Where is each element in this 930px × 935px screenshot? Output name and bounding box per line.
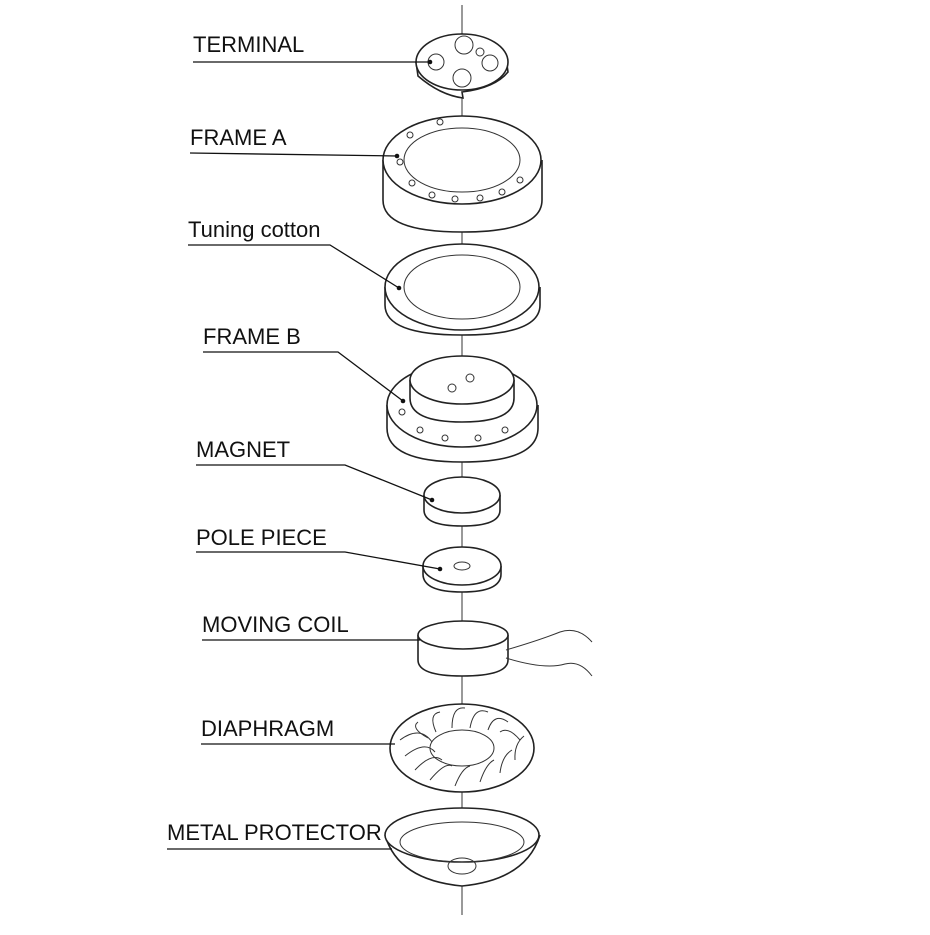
diaphragm-part	[389, 703, 535, 793]
label-pole-piece: POLE PIECE	[196, 525, 327, 550]
leader-tuning-cotton	[188, 244, 400, 289]
label-tuning-cotton: Tuning cotton	[188, 217, 321, 242]
pole-piece-part	[422, 546, 502, 593]
magnet-part	[423, 476, 501, 527]
tuning-cotton-part	[384, 243, 541, 336]
label-diaphragm: DIAPHRAGM	[201, 716, 335, 741]
frame-a-part	[382, 115, 543, 233]
leader-frame-a	[189, 152, 398, 157]
moving-coil-part	[417, 620, 593, 677]
label-terminal: TERMINAL	[193, 32, 305, 57]
label-frame-a: FRAME A	[190, 125, 287, 150]
leader-magnet	[196, 464, 433, 501]
leader-pole-piece	[196, 551, 441, 570]
label-metal-protector: METAL PROTECTOR	[167, 820, 382, 845]
frame-b-part	[386, 355, 539, 463]
terminal-part	[415, 33, 509, 99]
metal-protector-part	[384, 807, 541, 887]
label-moving-coil: MOVING COIL	[202, 612, 349, 637]
label-frame-b: FRAME B	[203, 324, 301, 349]
leader-lines	[167, 59, 443, 850]
label-magnet: MAGNET	[196, 437, 291, 462]
leader-frame-b	[203, 351, 404, 402]
